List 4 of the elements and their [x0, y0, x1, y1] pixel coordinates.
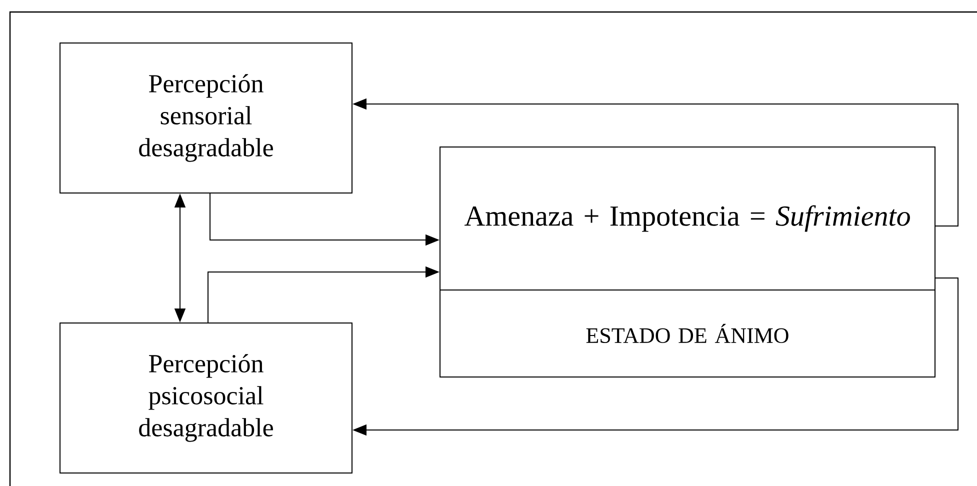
process-box: ESTADO DE ÁNIMO — [440, 289, 936, 378]
process-box: Percepción sensorial desagradable — [60, 42, 352, 194]
process-box: Percepción psicosocial desagradable — [60, 322, 352, 474]
process-box: Amenaza + Impotencia = Sufrimiento — [440, 146, 936, 290]
